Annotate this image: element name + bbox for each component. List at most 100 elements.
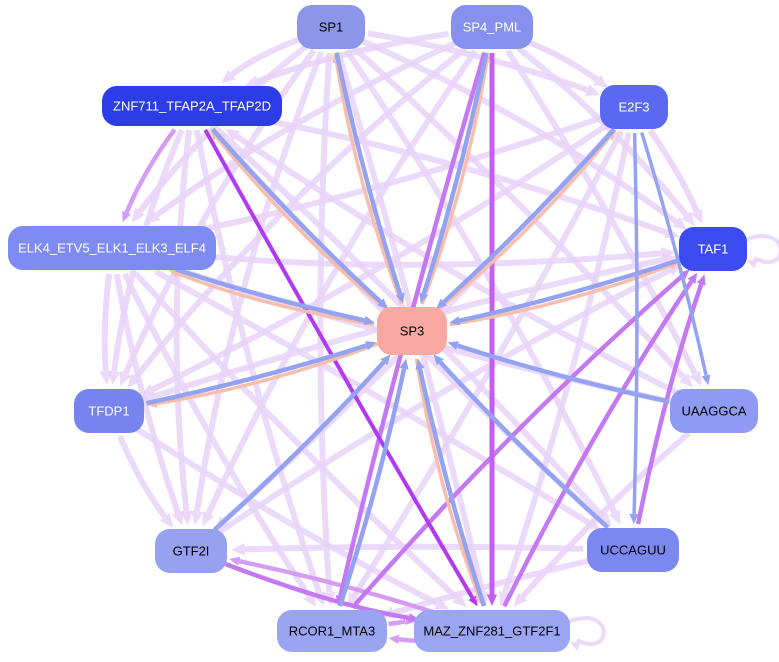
edge-SP4_PML-to-MAZ bbox=[486, 52, 498, 606]
edge-SP1-to-ZNF711 bbox=[221, 37, 299, 84]
node-UAAGGCA[interactable]: UAAGGCA bbox=[670, 389, 758, 433]
node-TAF1[interactable]: TAF1 bbox=[679, 227, 747, 271]
node-label-RCOR1: RCOR1_MTA3 bbox=[289, 624, 375, 639]
edge-line bbox=[203, 128, 475, 599]
node-GTF2I[interactable]: GTF2I bbox=[155, 529, 227, 573]
edge-ZNF711-to-SP3 bbox=[211, 127, 389, 309]
edge-ELK4-to-MAZ bbox=[133, 271, 467, 608]
edge-arrowhead bbox=[122, 210, 131, 223]
edge-arrowhead bbox=[513, 592, 528, 607]
node-label-TAF1: TAF1 bbox=[698, 242, 729, 257]
edge-arrowhead bbox=[229, 556, 241, 566]
edge-line bbox=[334, 62, 404, 305]
edge-arrowhead bbox=[388, 634, 400, 644]
node-MAZ[interactable]: MAZ_ZNF281_GTF2F1 bbox=[414, 610, 570, 652]
edge-arrowhead bbox=[127, 373, 141, 389]
edge-MAZ-to-MAZ bbox=[567, 616, 606, 651]
edge-line bbox=[205, 49, 478, 515]
node-shape-SP3[interactable] bbox=[377, 307, 447, 355]
node-TFDP1[interactable]: TFDP1 bbox=[74, 389, 144, 433]
edge-SP4_PML-to-GTF2I bbox=[202, 49, 478, 527]
edge-line bbox=[238, 558, 437, 616]
edge-line bbox=[350, 274, 684, 610]
edge-line bbox=[436, 136, 611, 312]
edge-MAZ-to-SP3 bbox=[415, 358, 487, 607]
edge-ZNF711-to-MAZ bbox=[203, 128, 478, 607]
node-SP4_PML[interactable]: SP4_PML bbox=[451, 5, 533, 49]
edge-arrowhead bbox=[244, 75, 260, 88]
edge-SP1-to-SP3 bbox=[334, 52, 405, 304]
node-shape-SP1[interactable] bbox=[297, 5, 365, 49]
edge-arrowhead bbox=[593, 74, 609, 88]
edge-TAF1-to-TAF1 bbox=[744, 234, 779, 269]
node-shape-ZNF711[interactable] bbox=[102, 86, 282, 126]
edge-line bbox=[101, 273, 112, 372]
node-shape-MAZ[interactable] bbox=[414, 610, 570, 652]
node-label-TFDP1: TFDP1 bbox=[88, 404, 129, 419]
edge-SP1-to-TFDP1 bbox=[119, 48, 317, 387]
edge-SP1-to-GTF2I bbox=[190, 51, 324, 526]
edge-ELK4-to-UCCAGUU bbox=[154, 269, 601, 531]
edge-ELK4-to-TAF1 bbox=[213, 247, 676, 268]
node-shape-TAF1[interactable] bbox=[679, 227, 747, 271]
edge-E2F3-to-UAAGGCA bbox=[640, 131, 711, 386]
edge-line bbox=[449, 263, 672, 327]
node-RCOR1[interactable]: RCOR1_MTA3 bbox=[277, 610, 387, 652]
edge-line bbox=[173, 129, 193, 512]
node-E2F3[interactable]: E2F3 bbox=[600, 85, 668, 129]
node-label-ELK4: ELK4_ETV5_ELK1_ELK3_ELF4 bbox=[18, 241, 206, 256]
node-label-ZNF711: ZNF711_TFAP2A_TFAP2D bbox=[113, 99, 271, 114]
node-SP1[interactable]: SP1 bbox=[297, 5, 365, 49]
node-UCCAGUU[interactable]: UCCAGUU bbox=[587, 528, 679, 572]
edge-arrowhead bbox=[377, 298, 389, 309]
node-shape-SP4_PML[interactable] bbox=[451, 5, 533, 49]
edge-E2F3-to-SP3 bbox=[436, 127, 616, 310]
edge-arrowhead bbox=[131, 207, 145, 223]
node-shape-GTF2I[interactable] bbox=[155, 529, 227, 573]
edge-arrowhead bbox=[597, 512, 612, 527]
edge-ELK4-to-SP3 bbox=[174, 266, 375, 326]
edge-SP4_PML-to-SP3 bbox=[419, 52, 489, 304]
node-SP3[interactable]: SP3 bbox=[377, 307, 447, 355]
node-label-UCCAGUU: UCCAGUU bbox=[600, 543, 666, 558]
edge-line bbox=[647, 128, 700, 213]
edge-UAAGGCA-to-SP3 bbox=[447, 341, 670, 404]
edge-SP4_PML-to-ZNF711 bbox=[244, 30, 450, 88]
node-shape-E2F3[interactable] bbox=[600, 85, 668, 129]
edge-line bbox=[117, 434, 168, 519]
edge-line bbox=[194, 51, 324, 512]
edge-arrowhead bbox=[436, 298, 447, 310]
node-ELK4[interactable]: ELK4_ETV5_ELK1_ELK3_ELF4 bbox=[8, 226, 216, 270]
edge-line bbox=[501, 132, 632, 594]
edge-line bbox=[145, 343, 368, 406]
node-shape-RCOR1[interactable] bbox=[277, 610, 387, 652]
node-shape-UAAGGCA[interactable] bbox=[670, 389, 758, 433]
node-shape-ELK4[interactable] bbox=[8, 226, 216, 270]
node-label-MAZ: MAZ_ZNF281_GTF2F1 bbox=[423, 624, 560, 639]
edge-ZNF711-to-ELK4 bbox=[122, 128, 177, 223]
edge-MAZ-to-RCOR1 bbox=[388, 634, 417, 644]
edge-ZNF711-to-GTF2I bbox=[173, 129, 193, 526]
edge-TFDP1-to-SP3 bbox=[145, 341, 377, 406]
edge-line bbox=[133, 271, 459, 600]
node-shape-TFDP1[interactable] bbox=[74, 389, 144, 433]
edge-arrowhead bbox=[433, 354, 444, 366]
edge-SP1-to-UAAGGCA bbox=[351, 45, 693, 388]
edge-arrowhead bbox=[447, 341, 459, 351]
edge-line bbox=[211, 127, 383, 304]
edge-line bbox=[154, 40, 458, 218]
edge-arrowhead bbox=[171, 510, 184, 526]
node-label-SP4_PML: SP4_PML bbox=[463, 20, 522, 35]
edge-line bbox=[124, 128, 177, 214]
edge-line bbox=[458, 258, 680, 323]
edge-arrowhead bbox=[585, 84, 601, 96]
node-ZNF711[interactable]: ZNF711_TFAP2A_TFAP2D bbox=[102, 86, 282, 126]
node-shape-UCCAGUU[interactable] bbox=[587, 528, 679, 572]
edge-line bbox=[520, 430, 691, 599]
edge-ELK4-to-TFDP1 bbox=[99, 273, 113, 386]
edge-arrowhead bbox=[221, 69, 236, 84]
edge-line bbox=[527, 39, 599, 83]
edge-arrowhead bbox=[415, 358, 425, 370]
